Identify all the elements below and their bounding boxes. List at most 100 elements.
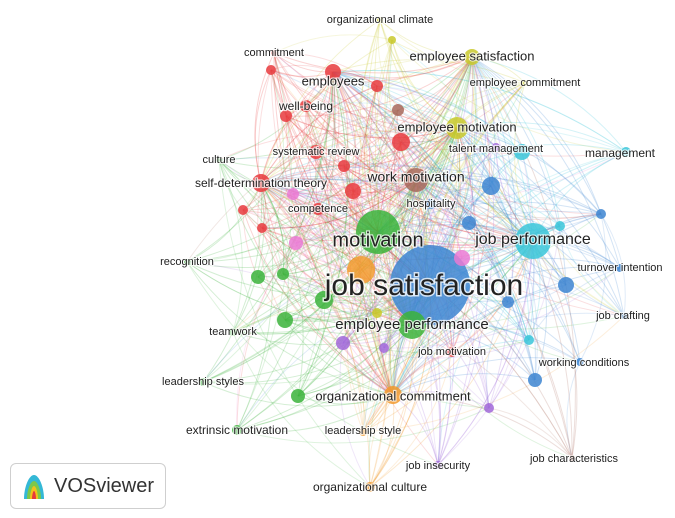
keyword-node-unlabeled[interactable] [289,236,303,250]
keyword-node-unlabeled[interactable] [371,80,383,92]
keyword-node[interactable] [300,100,312,112]
keyword-node[interactable] [446,117,468,139]
keyword-node-unlabeled[interactable] [266,65,276,75]
keyword-node[interactable] [398,311,426,339]
keyword-node-unlabeled[interactable] [392,104,404,116]
keyword-node-unlabeled[interactable] [484,403,494,413]
keyword-node[interactable] [569,455,575,461]
keyword-node-unlabeled[interactable] [528,373,542,387]
keyword-node[interactable] [312,203,324,215]
keyword-node-unlabeled[interactable] [251,270,265,284]
keyword-node-unlabeled[interactable] [345,183,361,199]
keyword-label[interactable]: job crafting [594,309,651,323]
keyword-node[interactable] [271,50,277,56]
keyword-label[interactable]: systematic review [272,145,361,159]
keyword-label[interactable]: leadership styles [161,375,246,389]
keyword-label[interactable]: organizational climate [326,13,435,27]
keyword-node[interactable] [184,259,190,265]
keyword-node[interactable] [434,461,442,469]
keyword-label[interactable]: teamwork [208,325,258,339]
keyword-node[interactable] [522,80,528,86]
keyword-node-unlabeled[interactable] [336,336,350,350]
keyword-node-unlabeled[interactable] [238,205,248,215]
keyword-label[interactable]: employee motivation [396,118,517,135]
keyword-node-unlabeled[interactable] [388,36,396,44]
keyword-node-unlabeled[interactable] [482,177,500,195]
keyword-node[interactable] [199,378,207,386]
vosviewer-logo-badge[interactable]: VOSviewer [10,463,166,509]
keyword-label[interactable]: motivation [331,228,424,252]
keyword-node-unlabeled[interactable] [502,296,514,308]
keyword-label[interactable]: culture [201,153,236,167]
keyword-label[interactable]: organizational commitment [314,387,472,404]
keyword-node-unlabeled[interactable] [280,110,292,122]
keyword-label[interactable]: commitment [243,46,305,60]
keyword-label[interactable]: leadership style [324,424,403,438]
keyword-node[interactable] [447,347,457,357]
keyword-node[interactable] [359,428,367,436]
keyword-node[interactable] [404,168,428,192]
keyword-node[interactable] [390,245,470,325]
keyword-node-unlabeled[interactable] [287,188,299,200]
keyword-node[interactable] [232,425,242,435]
keyword-label[interactable]: job satisfaction [322,267,524,303]
keyword-node-unlabeled[interactable] [291,389,305,403]
keyword-node-unlabeled[interactable] [315,291,333,309]
keyword-node-unlabeled[interactable] [347,256,375,284]
keyword-label[interactable]: job motivation [416,345,487,359]
keyword-label[interactable]: extrinsic motivation [185,422,289,438]
keyword-node[interactable] [616,264,624,272]
keyword-node[interactable] [377,17,383,23]
keyword-label[interactable]: employee performance [334,315,490,334]
keyword-node[interactable] [621,147,631,157]
keyword-label[interactable]: self-determination theory [194,175,328,191]
keyword-node-unlabeled[interactable] [392,133,410,151]
keyword-label[interactable]: employee commitment [469,76,582,90]
keyword-node[interactable] [252,174,270,192]
keyword-label[interactable]: job insecurity [404,459,472,473]
keyword-node-unlabeled[interactable] [596,209,606,219]
keyword-label[interactable]: job performance [473,230,592,249]
keyword-node-unlabeled[interactable] [257,223,267,233]
keyword-node-unlabeled[interactable] [277,312,293,328]
keyword-label[interactable]: management [584,145,657,161]
keyword-node-unlabeled[interactable] [462,216,476,230]
keyword-label[interactable]: recognition [159,255,215,269]
keyword-label[interactable]: job characteristics [528,452,620,466]
keyword-label[interactable]: employees [300,72,366,89]
keyword-label[interactable]: working conditions [537,356,631,370]
keyword-node[interactable] [384,386,402,404]
keyword-node[interactable] [576,358,584,366]
keyword-label[interactable]: work motivation [365,168,465,186]
keyword-node[interactable] [492,143,500,151]
keyword-label[interactable]: competence [287,202,349,216]
keyword-node[interactable] [229,328,237,336]
keyword-node-unlabeled[interactable] [524,335,534,345]
keyword-label[interactable]: turnover intention [576,261,663,275]
keyword-label[interactable]: employee satisfaction [408,47,535,64]
keyword-node[interactable] [426,199,436,209]
keyword-node[interactable] [325,64,341,80]
keyword-node[interactable] [216,157,222,163]
keyword-node[interactable] [515,223,551,259]
keyword-node[interactable] [356,210,400,254]
keyword-node-unlabeled[interactable] [558,277,574,293]
keyword-label[interactable]: organizational culture [312,479,429,495]
keyword-label[interactable]: hospitality [405,197,457,211]
keyword-label[interactable]: talent management [448,142,544,156]
keyword-node-unlabeled[interactable] [277,268,289,280]
keyword-node-unlabeled[interactable] [514,144,530,160]
keyword-node-unlabeled[interactable] [379,343,389,353]
keyword-node-unlabeled[interactable] [555,221,565,231]
keyword-label[interactable]: well-being [277,98,334,114]
keyword-node-unlabeled[interactable] [454,250,470,266]
network-edge [218,159,243,333]
keyword-node[interactable] [621,313,627,319]
keyword-node[interactable] [309,145,323,159]
keyword-node[interactable] [365,482,375,492]
keyword-node-unlabeled[interactable] [372,308,382,318]
keyword-node-unlabeled[interactable] [338,160,350,172]
keyword-node[interactable] [464,49,480,65]
